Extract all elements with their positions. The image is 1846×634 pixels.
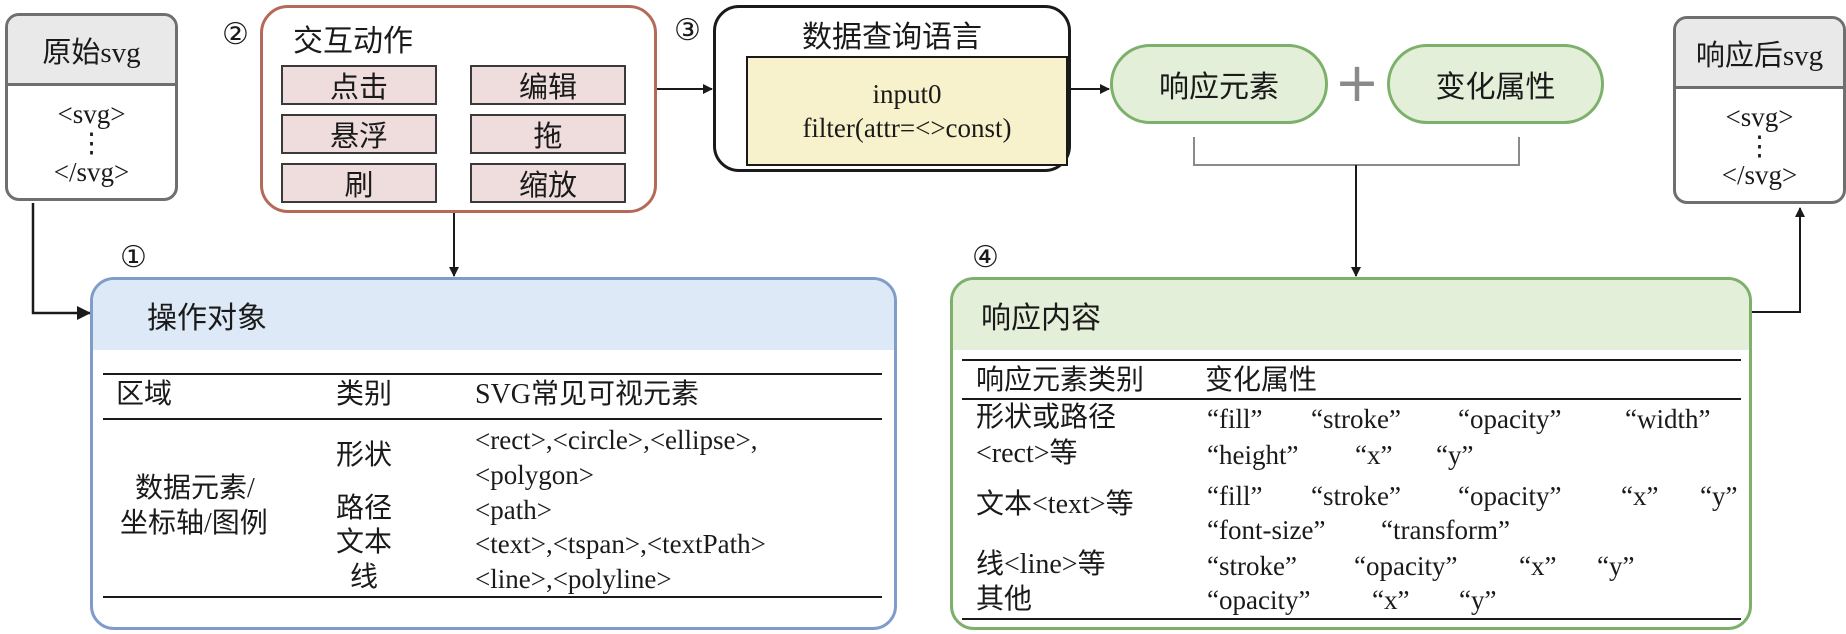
response-category-line: 线<line>等 (976, 549, 1106, 580)
arrow-response-to-result (1752, 207, 1805, 313)
marker-two: ② (222, 18, 249, 51)
responded-svg-code: <svg> ⋮ </svg> (1676, 89, 1843, 190)
code-ellipsis: ⋮ (78, 128, 105, 158)
header-response-category: 响应元素类别 (976, 365, 1145, 396)
response-category-line: 形状或路径 (976, 402, 1117, 433)
response-content-panel: 响应内容 (950, 277, 1752, 630)
attribute-token: “x” (1519, 551, 1557, 581)
attribute-token: “y” (1597, 551, 1635, 581)
action-edit: 编辑 (470, 65, 626, 105)
region-label-line: 坐标轴/图例 (120, 508, 268, 539)
plus-sign: + (1334, 51, 1380, 114)
interaction-actions-title: 交互动作 (293, 25, 413, 58)
attribute-token: “stroke” (1207, 551, 1297, 581)
attribute-token: “width” (1625, 404, 1711, 434)
action-click: 点击 (281, 65, 437, 105)
table-rule (103, 418, 882, 420)
attribute-token: “y” (1459, 585, 1497, 615)
header-change-attributes: 变化属性 (1205, 365, 1318, 396)
response-content-title: 响应内容 (953, 280, 1749, 350)
response-category-line: 文本<text>等 (976, 489, 1134, 520)
svg-elements-line: <path> (475, 495, 552, 525)
svg-elements-line: <text>,<tspan>,<textPath> (475, 529, 766, 559)
code-line: </svg> (53, 157, 130, 187)
svg-elements-line: <polygon> (475, 460, 594, 490)
marker-four: ④ (972, 241, 999, 274)
marker-three: ③ (674, 14, 701, 47)
category-shape: 形状 (336, 440, 393, 471)
table-rule (962, 398, 1741, 400)
action-hover: 悬浮 (281, 114, 437, 154)
code-line: </svg> (1721, 160, 1798, 190)
response-element-pill: 响应元素 (1110, 44, 1328, 124)
code-line: <svg> (1725, 102, 1794, 132)
attribute-token: “opacity” (1458, 404, 1562, 434)
attribute-token: “fill” (1207, 481, 1263, 511)
action-zoom: 缩放 (470, 163, 626, 203)
category-text: 文本 (336, 527, 393, 558)
category-path: 路径 (336, 493, 393, 524)
original-svg-title: 原始svg (8, 16, 175, 86)
operation-target-panel: 操作对象 (90, 277, 897, 630)
header-region: 区域 (116, 379, 173, 410)
svg-elements-line: <rect>,<circle>,<ellipse>, (475, 425, 758, 455)
attribute-token: “y” (1700, 481, 1738, 511)
attribute-token: “opacity” (1354, 551, 1458, 581)
svg-elements-line: <line>,<polyline> (475, 564, 672, 594)
query-line-filter: filter(attr=<>const) (802, 113, 1012, 143)
operation-target-title: 操作对象 (93, 280, 894, 350)
responded-svg-box: 响应后svg <svg> ⋮ </svg> (1673, 16, 1846, 204)
action-drag: 拖 (470, 114, 626, 154)
region-label-line: 数据元素/ (135, 473, 255, 504)
query-line-input: input0 (872, 79, 942, 109)
response-category-line: 其他 (976, 584, 1033, 615)
attribute-token: “stroke” (1311, 481, 1401, 511)
attribute-token: “fill” (1207, 404, 1263, 434)
header-svg-elements: SVG常见可视元素 (475, 379, 700, 410)
interaction-actions-box: 交互动作 点击 编辑 悬浮 拖 刷 缩放 (260, 5, 657, 213)
arrow-original-to-target (31, 203, 91, 320)
change-attribute-pill: 变化属性 (1387, 44, 1604, 124)
table-rule (962, 618, 1741, 620)
header-category: 类别 (336, 379, 393, 410)
attribute-token: “x” (1621, 481, 1659, 511)
attribute-token: “y” (1436, 440, 1474, 470)
code-ellipsis: ⋮ (1746, 131, 1773, 161)
attribute-token: “opacity” (1458, 481, 1562, 511)
table-rule (103, 373, 882, 375)
table-rule (103, 596, 882, 598)
response-category-line: <rect>等 (976, 438, 1078, 469)
query-language-box: 数据查询语言 input0 filter(attr=<>const) (713, 5, 1071, 172)
bracket-combine (1193, 137, 1520, 166)
code-line: <svg> (57, 99, 126, 129)
attribute-token: “x” (1372, 585, 1410, 615)
attribute-token: “x” (1355, 440, 1393, 470)
attribute-token: “stroke” (1311, 404, 1401, 434)
query-language-title: 数据查询语言 (802, 21, 982, 54)
attribute-token: “transform” (1381, 515, 1510, 545)
action-brush: 刷 (281, 163, 437, 203)
attribute-token: “opacity” (1207, 585, 1311, 615)
category-line: 线 (350, 562, 379, 593)
marker-one: ① (120, 241, 147, 274)
table-rule (962, 359, 1741, 361)
attribute-token: “height” (1207, 440, 1299, 470)
original-svg-box: 原始svg <svg> ⋮ </svg> (5, 13, 178, 201)
responded-svg-title: 响应后svg (1676, 19, 1843, 89)
query-expression: input0 filter(attr=<>const) (746, 56, 1068, 166)
attribute-token: “font-size” (1207, 515, 1326, 545)
original-svg-code: <svg> ⋮ </svg> (8, 86, 175, 187)
